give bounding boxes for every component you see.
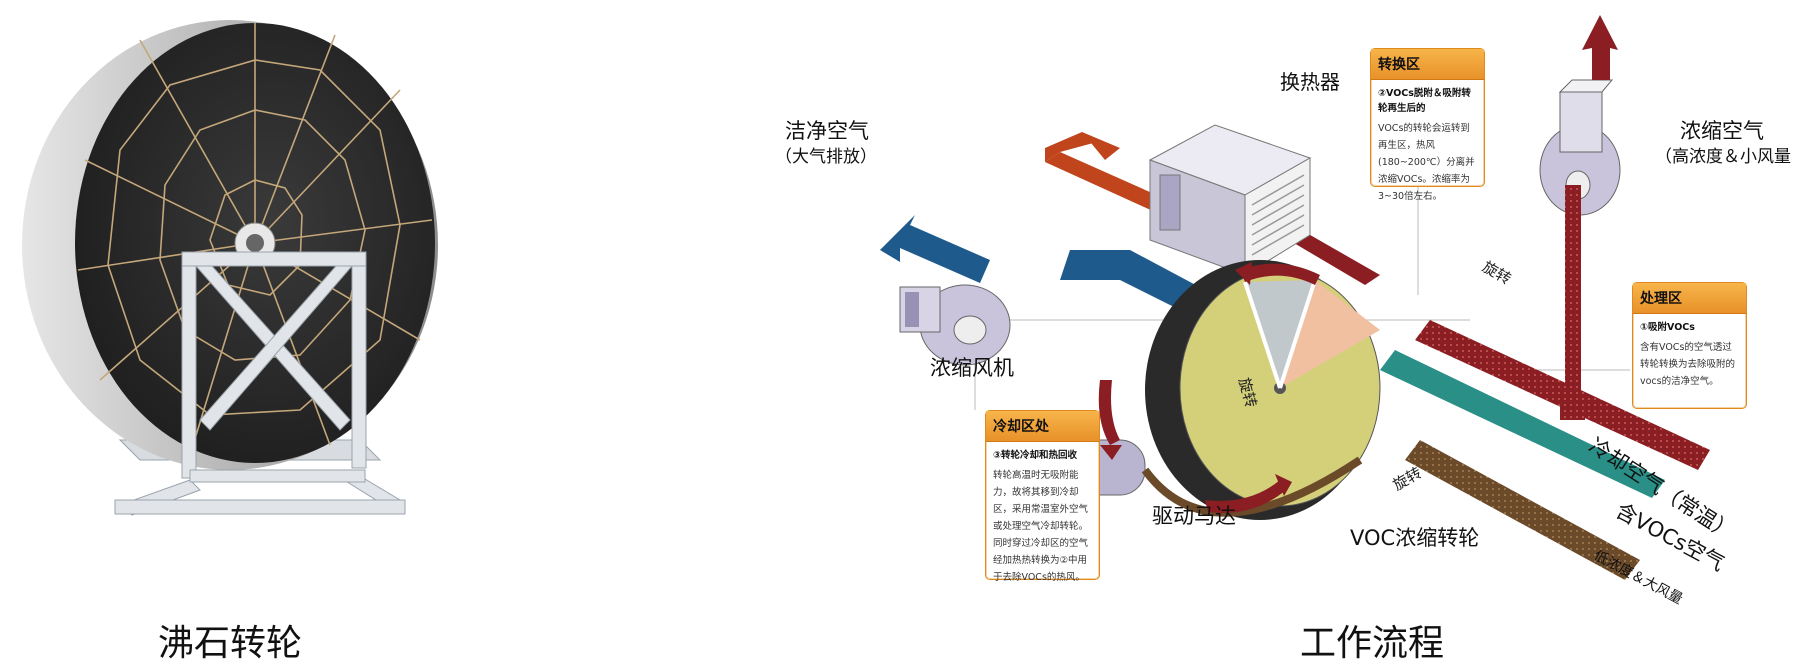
- concentrated-air-arrow: [1582, 15, 1618, 80]
- treatment-zone-title: 处理区: [1633, 283, 1746, 314]
- cooling-zone-body: 转轮高温时无吸附能力，故将其移到冷却区，采用常温室外空气或处理空气冷却转轮。同时…: [993, 470, 1089, 583]
- heat-exchanger-label: 换热器: [1280, 70, 1340, 94]
- fan-icon: [899, 284, 1011, 366]
- voc-rotor-icon: [1145, 260, 1381, 520]
- drive-motor-label: 驱动马达: [1152, 504, 1236, 528]
- concentration-fan-label: 浓缩风机: [930, 356, 1014, 380]
- conversion-zone-subtitle: ②VOCs脱附＆吸附转轮再生后的: [1378, 88, 1471, 114]
- treatment-zone-box: 处理区 ①吸附VOCs 含有VOCs的空气透过转轮转换为去除吸附的vocs的洁净…: [1632, 282, 1747, 409]
- left-caption: 沸石转轮: [158, 623, 303, 664]
- clean-air-arrow: [880, 215, 990, 283]
- conversion-zone-title: 转换区: [1371, 49, 1484, 80]
- rotation-arrow-icon: [1098, 262, 1320, 514]
- heat-exchanger-icon: [1148, 124, 1312, 276]
- flow-diagram: [880, 15, 1710, 580]
- cooling-zone-box: 冷却区处 ③转轮冷却和热回收 转轮高温时无吸附能力，故将其移到冷却区，采用常温室…: [985, 410, 1100, 583]
- right-caption: 工作流程: [1300, 623, 1445, 664]
- treatment-zone-body: 含有VOCs的空气透过转轮转换为去除吸附的vocs的洁净空气。: [1640, 342, 1736, 387]
- concentrated-air-sublabel: （高浓度＆小风量: [1655, 147, 1791, 167]
- clean-air-label: 洁净空气: [785, 119, 869, 143]
- zeolite-rotor-image: [22, 20, 438, 516]
- exhaust-fan-icon: [1539, 79, 1621, 216]
- clean-air-sublabel: （大气排放）: [775, 147, 877, 167]
- voc-rotor-label: VOC浓缩转轮: [1350, 526, 1480, 550]
- cooling-zone-subtitle: ③转轮冷却和热回收: [993, 450, 1078, 461]
- conversion-zone-body: VOCs的转轮会运转到再生区，热风(180~200℃）分离并浓缩VOCs。浓缩率…: [1378, 123, 1475, 202]
- treatment-zone-subtitle: ①吸附VOCs: [1640, 322, 1695, 333]
- cooling-zone-title: 冷却区处: [986, 411, 1099, 442]
- conversion-zone-box: 转换区 ②VOCs脱附＆吸附转轮再生后的 VOCs的转轮会运转到再生区，热风(1…: [1370, 48, 1485, 202]
- concentrated-air-label: 浓缩空气: [1680, 119, 1764, 143]
